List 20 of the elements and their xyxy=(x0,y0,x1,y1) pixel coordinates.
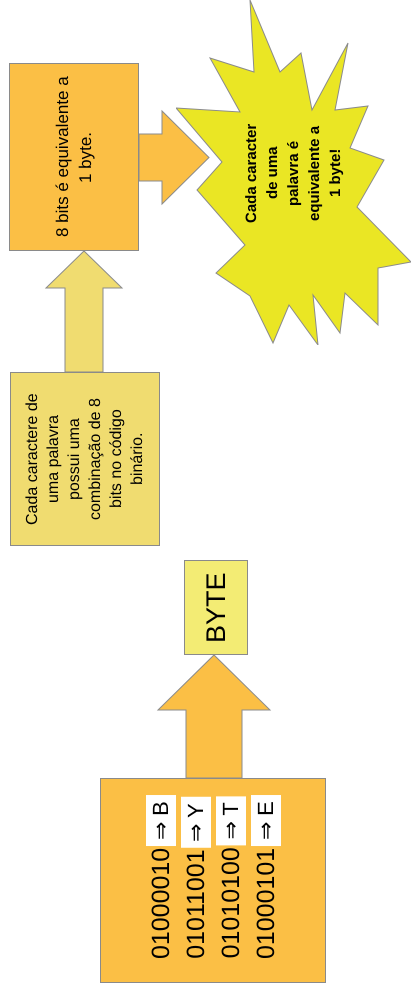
starburst xyxy=(176,0,411,345)
binary-code: 01011001 xyxy=(180,849,210,958)
node-text: Cada caracter de uma palavra é equivalente a 1 byte! xyxy=(242,122,345,224)
node-text: 8 bits é equivalente a 1 byte. xyxy=(52,75,96,240)
binary-code: 01000101 xyxy=(250,848,280,960)
callout-box xyxy=(100,778,326,983)
callout-box xyxy=(9,63,139,251)
character-mapping: ⇒ T xyxy=(216,796,246,846)
callout-box xyxy=(10,372,160,546)
label-box xyxy=(184,560,248,655)
node-text: Cada caractere de uma palavra possui uma combinação de 8 bits no código binário. xyxy=(23,392,147,527)
block-arrow xyxy=(156,654,272,778)
character-mapping: ⇒ E xyxy=(250,795,280,846)
character-mapping: ⇒ Y xyxy=(180,796,210,847)
binary-code: 01000010 xyxy=(146,848,176,960)
block-arrow xyxy=(44,250,124,372)
block-arrow xyxy=(138,110,210,206)
character-mapping: ⇒ B xyxy=(146,795,176,846)
binary-code: 01010100 xyxy=(216,847,246,959)
node-text: BYTE xyxy=(200,571,232,645)
